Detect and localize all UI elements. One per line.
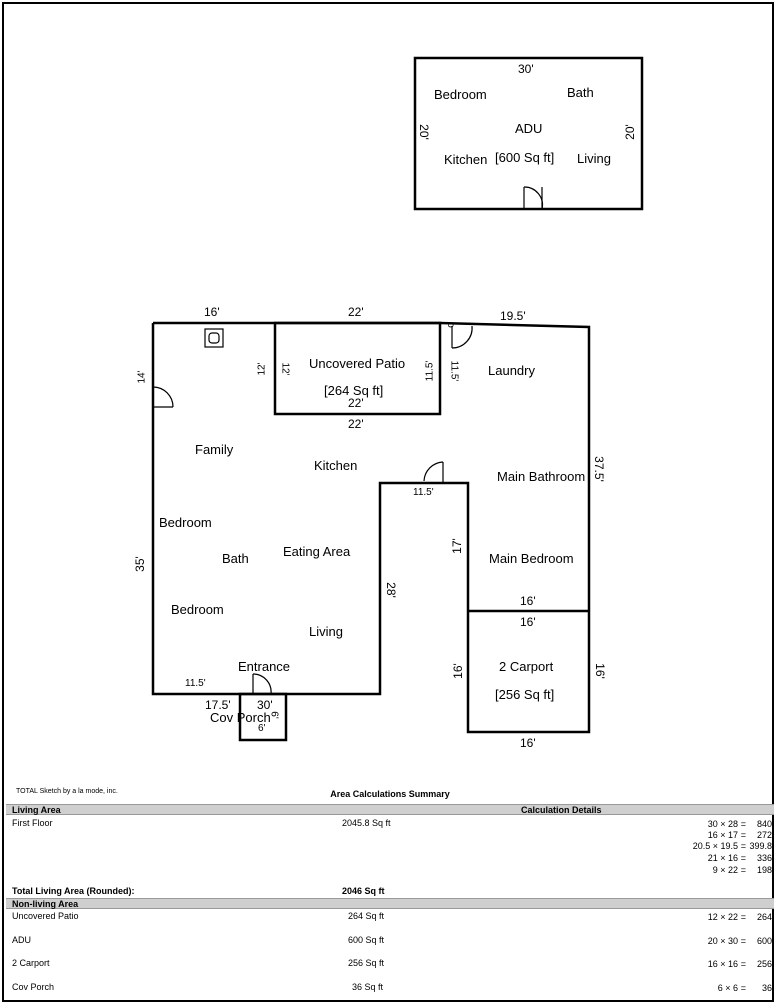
nonliving-value: 36 Sq ft	[352, 982, 384, 992]
room-bedroom-2: Bedroom	[171, 602, 224, 617]
nonliving-header-bar: Non-living Area	[6, 898, 774, 909]
dim-patio-right: 11.5'	[424, 360, 436, 382]
adu-outline	[413, 56, 644, 211]
porch-outline	[238, 692, 288, 742]
nonliving-value: 256 Sq ft	[348, 958, 385, 968]
adu-dim-top: 30'	[518, 62, 534, 76]
room-entrance: Entrance	[238, 659, 291, 674]
room-eating-area: Eating Area	[283, 544, 351, 559]
dim-small-o: o	[444, 322, 456, 328]
adu-dim-left: 20'	[416, 124, 431, 140]
room-family: Family	[195, 442, 234, 457]
total-living-value: 2046 Sq ft	[342, 886, 385, 896]
room-bath: Bath	[222, 551, 249, 566]
adu-dim-right: 20'	[622, 124, 637, 140]
total-living-label: Total Living Area (Rounded):	[12, 886, 135, 896]
room-carport: 2 Carport	[499, 659, 554, 674]
adu-room-bedroom: Bedroom	[434, 87, 487, 102]
dim-step-11: 11.5'	[413, 487, 434, 498]
dim-carport-right: 16'	[592, 663, 607, 679]
dim-bed-bottom: 16'	[520, 594, 536, 608]
adu-room-area: [600 Sq ft]	[495, 150, 555, 165]
dim-carport-left: 16'	[450, 663, 465, 679]
summary-title: Area Calculations Summary	[330, 789, 450, 799]
first-floor-value: 2045.8 Sq ft	[342, 818, 391, 828]
dim-bottom-17: 17.5'	[205, 698, 231, 712]
living-area-header-bar: Living Area Calculation Details	[6, 804, 774, 815]
dim-inner-28: 28'	[383, 582, 398, 598]
dim-left-14: 14'	[136, 370, 148, 384]
adu-room-bath: Bath	[567, 85, 594, 100]
room-living: Living	[309, 624, 343, 639]
adu-room-kitchen: Kitchen	[444, 152, 488, 167]
dim-patio-left: 12'	[256, 362, 268, 376]
nonliving-value: 600 Sq ft	[348, 935, 385, 945]
software-credit: TOTAL Sketch by a la mode, inc.	[16, 788, 118, 795]
nonliving-header: Non-living Area	[12, 899, 79, 909]
patio-outline	[273, 321, 442, 416]
nonliving-label: 2 Carport	[12, 958, 50, 968]
first-floor-label: First Floor	[12, 818, 53, 828]
dim-carport-top: 16'	[520, 615, 536, 629]
adu-room-adu: ADU	[515, 121, 543, 136]
floor-plan-drawing	[151, 56, 644, 742]
room-main-bedroom: Main Bedroom	[489, 551, 574, 566]
room-patio-area: [264 Sq ft]	[324, 383, 384, 398]
area-summary-table: Living Area Calculation Details First Fl…	[6, 801, 774, 1001]
living-area-header: Living Area	[12, 805, 61, 815]
room-cov-porch: Cov Porch	[210, 710, 271, 725]
dim-carport-bottom: 16'	[520, 736, 536, 750]
adu-room-living: Living	[577, 151, 611, 166]
dim-patio-right-inner: 11.5'	[448, 360, 460, 382]
nonliving-label: Cov Porch	[12, 982, 55, 992]
room-kitchen: Kitchen	[314, 458, 358, 473]
dim-bottom-11: 11.5'	[185, 678, 206, 689]
dim-top-right: 19.5'	[500, 309, 526, 323]
room-main-bathroom: Main Bathroom	[497, 469, 586, 484]
dim-inner-17: 17'	[449, 538, 464, 554]
dim-top-patio: 22'	[348, 305, 364, 319]
room-laundry: Laundry	[488, 363, 535, 378]
calc-details-header: Calculation Details	[521, 805, 602, 815]
room-uncovered-patio: Uncovered Patio	[309, 356, 406, 371]
dim-top-left: 16'	[204, 305, 220, 319]
nonliving-value: 264 Sq ft	[348, 911, 385, 921]
room-bedroom-1: Bedroom	[159, 515, 212, 530]
dim-patio-left-inner: 12'	[279, 362, 291, 376]
dim-right-37: 37.5'	[591, 456, 606, 482]
dim-patio-bottom-inner: 22'	[348, 396, 364, 410]
dim-patio-bottom-outer: 22'	[348, 417, 364, 431]
nonliving-label: Uncovered Patio	[12, 911, 79, 921]
dim-left-35: 35'	[132, 556, 147, 572]
nonliving-label: ADU	[12, 935, 32, 945]
dim-porch-6-bottom: 6'	[258, 723, 266, 734]
room-carport-area: [256 Sq ft]	[495, 687, 555, 702]
dim-bottom-30: 30'	[257, 698, 273, 712]
